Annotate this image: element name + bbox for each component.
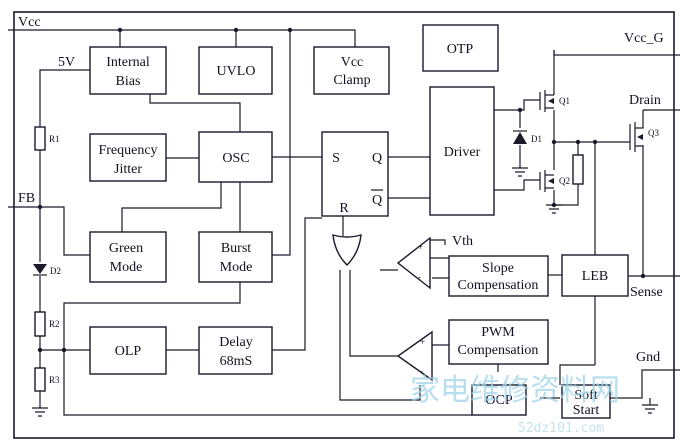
pin-fb: FB: [18, 191, 35, 206]
transistor-q2: [539, 170, 554, 192]
svg-text:Start: Start: [573, 403, 600, 418]
ic-boundary: [13, 11, 675, 439]
svg-text:Burst: Burst: [221, 241, 251, 256]
resistor-r2: [34, 311, 46, 337]
label-vth: Vth: [452, 234, 473, 249]
vcc-rail: [8, 29, 356, 47]
pin-gnd: Gnd: [636, 350, 660, 365]
svg-text:Frequency: Frequency: [98, 143, 157, 158]
pin-vcc-g: Vcc_G: [624, 31, 664, 46]
svg-text:+: +: [420, 337, 425, 347]
pwm-comparator: [396, 330, 433, 382]
svg-text:Compensation: Compensation: [458, 278, 539, 293]
pin-drain: Drain: [629, 93, 661, 108]
svg-text:LEB: LEB: [582, 269, 608, 284]
svg-text:+: +: [418, 242, 423, 252]
pwm-compensation-block: PWM Compensation: [448, 319, 549, 365]
svg-text:-: -: [418, 272, 421, 282]
svg-text:Delay: Delay: [219, 335, 252, 350]
transistor-q3: [629, 110, 644, 152]
svg-text:Mode: Mode: [110, 260, 143, 275]
svg-text:UVLO: UVLO: [217, 64, 256, 79]
soft-start-block: Soft Start: [561, 384, 611, 419]
pin-sense: Sense: [630, 285, 663, 300]
svg-text:R: R: [339, 201, 349, 216]
or-gate: [332, 234, 362, 266]
label-5v: 5V: [58, 55, 75, 70]
svg-text:Q: Q: [372, 193, 382, 208]
label-r1: R1: [49, 134, 60, 144]
svg-text:Clamp: Clamp: [333, 73, 370, 88]
otp-block: OTP: [422, 24, 499, 72]
svg-text:OLP: OLP: [115, 344, 142, 359]
delay-block: Delay 68mS: [198, 326, 273, 375]
svg-text:PWM: PWM: [481, 325, 515, 340]
svg-text:Vcc: Vcc: [341, 55, 364, 70]
svg-text:68mS: 68mS: [220, 354, 253, 369]
green-mode-block: Green Mode: [89, 231, 167, 283]
svg-text:S: S: [332, 151, 340, 166]
watermark-url: 52dz101.com: [518, 421, 604, 436]
leb-block: LEB: [561, 254, 629, 297]
watermark-text: 家电维修资料网: [410, 373, 620, 408]
svg-text:OCP: OCP: [485, 393, 512, 408]
svg-text:Driver: Driver: [444, 145, 481, 160]
transistor-q1: [539, 90, 554, 112]
osc-block: OSC: [198, 131, 273, 183]
diode-d1: [513, 130, 527, 144]
olp-block: OLP: [89, 326, 167, 375]
resistor-q2: [572, 154, 584, 185]
svg-text:Soft: Soft: [574, 388, 597, 403]
svg-text:Slope: Slope: [482, 261, 514, 276]
label-d1: D1: [531, 134, 542, 144]
label-q3: Q3: [648, 128, 659, 138]
ocp-block: OCP: [471, 384, 527, 416]
label-r3: R3: [49, 375, 60, 385]
slope-compensation-block: Slope Compensation: [448, 255, 549, 297]
label-q2: Q2: [559, 176, 570, 186]
frequency-jitter-block: Frequency Jitter: [89, 133, 167, 182]
svg-text:Jitter: Jitter: [114, 162, 142, 177]
svg-text:Bias: Bias: [116, 74, 141, 89]
internal-bias-block: Internal Bias: [89, 46, 167, 95]
label-q1: Q1: [559, 96, 570, 106]
label-r2: R2: [49, 319, 60, 329]
svg-text:Q: Q: [372, 151, 382, 166]
uvlo-block: UVLO: [198, 46, 273, 95]
resistor-r3: [34, 367, 46, 392]
sr-flipflop: S Q Q R: [321, 131, 389, 217]
burst-mode-block: Burst Mode: [198, 231, 273, 283]
svg-text:OSC: OSC: [222, 151, 249, 166]
diode-d2: [33, 264, 47, 276]
slope-comparator: [396, 236, 431, 290]
svg-text:Mode: Mode: [220, 260, 253, 275]
resistor-r1: [34, 126, 46, 151]
vcc-clamp-block: Vcc Clamp: [313, 46, 390, 95]
svg-text:Green: Green: [109, 241, 143, 256]
svg-text:Internal: Internal: [106, 55, 150, 70]
pin-vcc: Vcc: [18, 15, 41, 30]
svg-text:OTP: OTP: [447, 42, 474, 57]
svg-text:Compensation: Compensation: [458, 343, 539, 358]
svg-text:-: -: [420, 366, 423, 376]
driver-block: Driver: [429, 86, 495, 216]
label-d2: D2: [50, 266, 61, 276]
